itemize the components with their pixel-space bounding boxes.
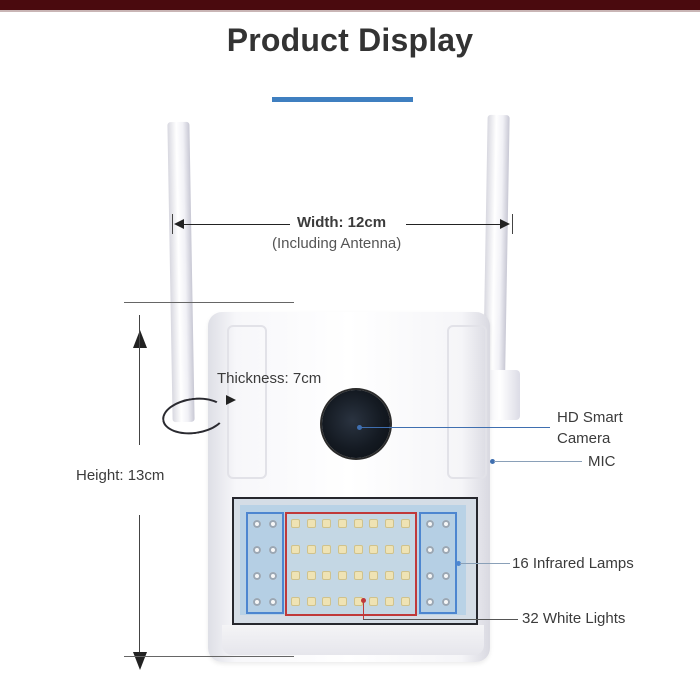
- thickness-arrow-icon: [226, 395, 236, 405]
- thickness-label: Thickness: 7cm: [217, 370, 322, 387]
- height-label: Height: 13cm: [76, 467, 165, 484]
- camera-lens-icon: [322, 390, 390, 458]
- height-line-bottom: [139, 515, 140, 655]
- height-top-line: [124, 302, 294, 303]
- title-underline: [272, 97, 413, 102]
- height-arrow-down-icon: [133, 652, 147, 670]
- infrared-leds-right: [426, 520, 450, 606]
- camera-callout-line: [360, 427, 550, 428]
- infrared-group-left: [246, 512, 284, 614]
- camera-callout-dot: [357, 425, 362, 430]
- infrared-leds-left: [253, 520, 277, 606]
- left-antenna: [167, 121, 195, 423]
- camera-bottom-lip: [222, 625, 484, 655]
- width-label: Width: 12cm: [297, 214, 387, 231]
- white-lights-callout-dot: [361, 598, 366, 603]
- height-line-top: [139, 315, 140, 445]
- width-arrow-right-icon: [500, 219, 510, 229]
- mic-callout-line: [494, 461, 582, 462]
- white-lights-label: 32 White Lights: [522, 610, 626, 627]
- width-line-left: [182, 224, 290, 225]
- width-arrow-left-icon: [174, 219, 184, 229]
- white-lights-callout-line: [363, 619, 518, 620]
- width-note: (Including Antenna): [272, 235, 402, 252]
- infrared-label: 16 Infrared Lamps: [512, 555, 634, 572]
- white-leds: [291, 519, 410, 606]
- camera-label-line1: HD Smart: [557, 409, 623, 426]
- infrared-callout-line: [460, 563, 510, 564]
- top-border-bar: [0, 0, 700, 12]
- width-right-tick: [512, 214, 513, 234]
- width-left-tick: [172, 214, 173, 234]
- height-bottom-line: [124, 656, 294, 657]
- mic-callout-dot: [490, 459, 495, 464]
- right-groove: [447, 325, 487, 479]
- mic-label: MIC: [588, 453, 616, 470]
- infrared-group-right: [419, 512, 457, 614]
- page-title: Product Display: [226, 22, 474, 58]
- white-lights-callout-vline: [363, 602, 364, 619]
- infrared-callout-dot: [456, 561, 461, 566]
- width-line-right: [406, 224, 502, 225]
- height-arrow-up-icon: [133, 330, 147, 348]
- camera-label-line2: Camera: [557, 430, 611, 447]
